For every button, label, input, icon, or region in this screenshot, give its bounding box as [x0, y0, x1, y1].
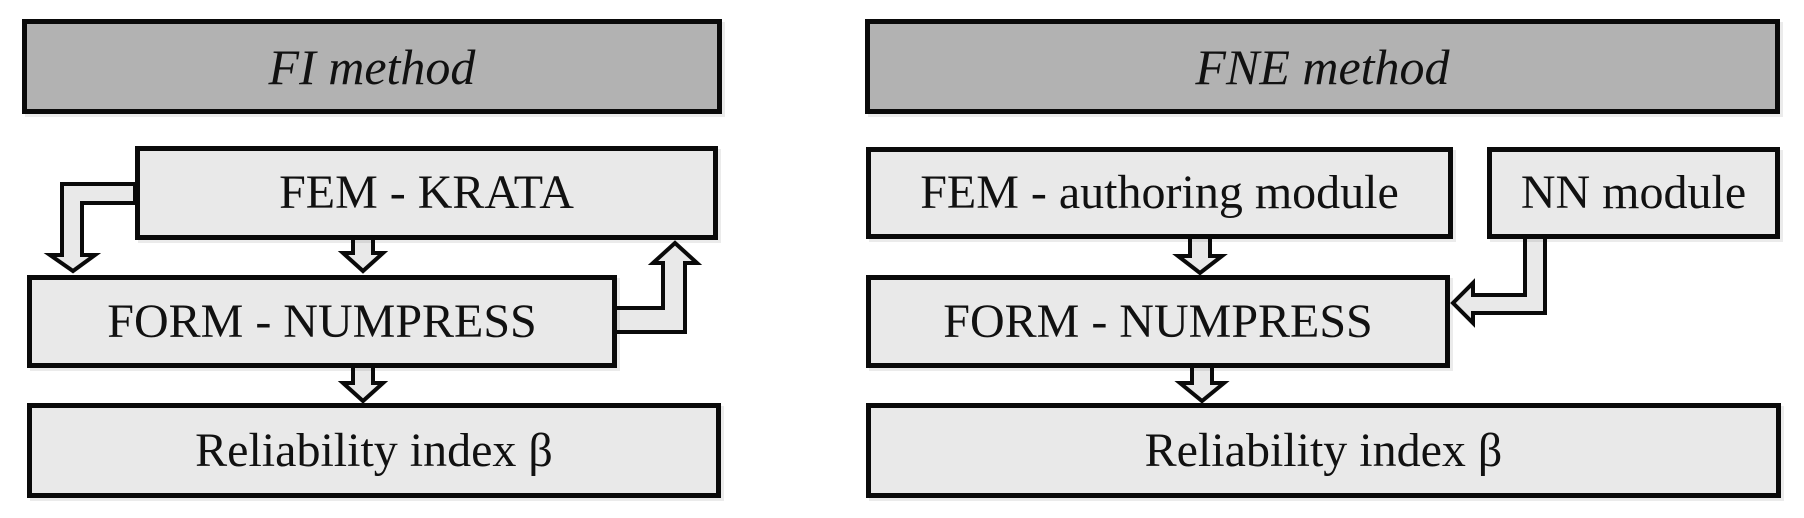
- fem-krata-box: FEM - KRATA: [135, 146, 718, 240]
- reliability-index-label-right: Reliability index β: [1144, 423, 1503, 477]
- nn-module-label: NN module: [1520, 166, 1747, 219]
- fem-authoring-module-label: FEM - authoring module: [920, 166, 1399, 219]
- form-numpress-box-left: FORM - NUMPRESS: [27, 275, 617, 368]
- arrow-form-feedback-to-fem-krata: [610, 240, 703, 334]
- arrow-fem-krata-to-form: [337, 235, 389, 274]
- fne-method-title: FNE method: [1195, 38, 1450, 95]
- arrow-fem-krata-left-to-form: [43, 182, 137, 274]
- fem-krata-label: FEM - KRATA: [279, 166, 574, 219]
- form-numpress-label-right: FORM - NUMPRESS: [943, 294, 1373, 348]
- reliability-index-label-left: Reliability index β: [195, 423, 553, 477]
- reliability-index-box-left: Reliability index β: [27, 403, 721, 498]
- form-numpress-label-left: FORM - NUMPRESS: [107, 294, 537, 348]
- fne-method-header: FNE method: [865, 19, 1780, 114]
- reliability-index-box-right: Reliability index β: [866, 403, 1781, 498]
- fem-authoring-module-box: FEM - authoring module: [866, 147, 1453, 239]
- fi-method-title: FI method: [268, 38, 476, 95]
- fi-method-header: FI method: [22, 19, 722, 114]
- form-numpress-box-right: FORM - NUMPRESS: [866, 275, 1450, 368]
- arrow-nn-module-to-form: [1450, 235, 1547, 328]
- arrow-fem-authoring-to-form: [1172, 234, 1228, 276]
- arrow-form-to-reliability-left: [337, 363, 389, 404]
- nn-module-box: NN module: [1487, 147, 1780, 239]
- arrow-form-to-reliability-right: [1174, 363, 1230, 404]
